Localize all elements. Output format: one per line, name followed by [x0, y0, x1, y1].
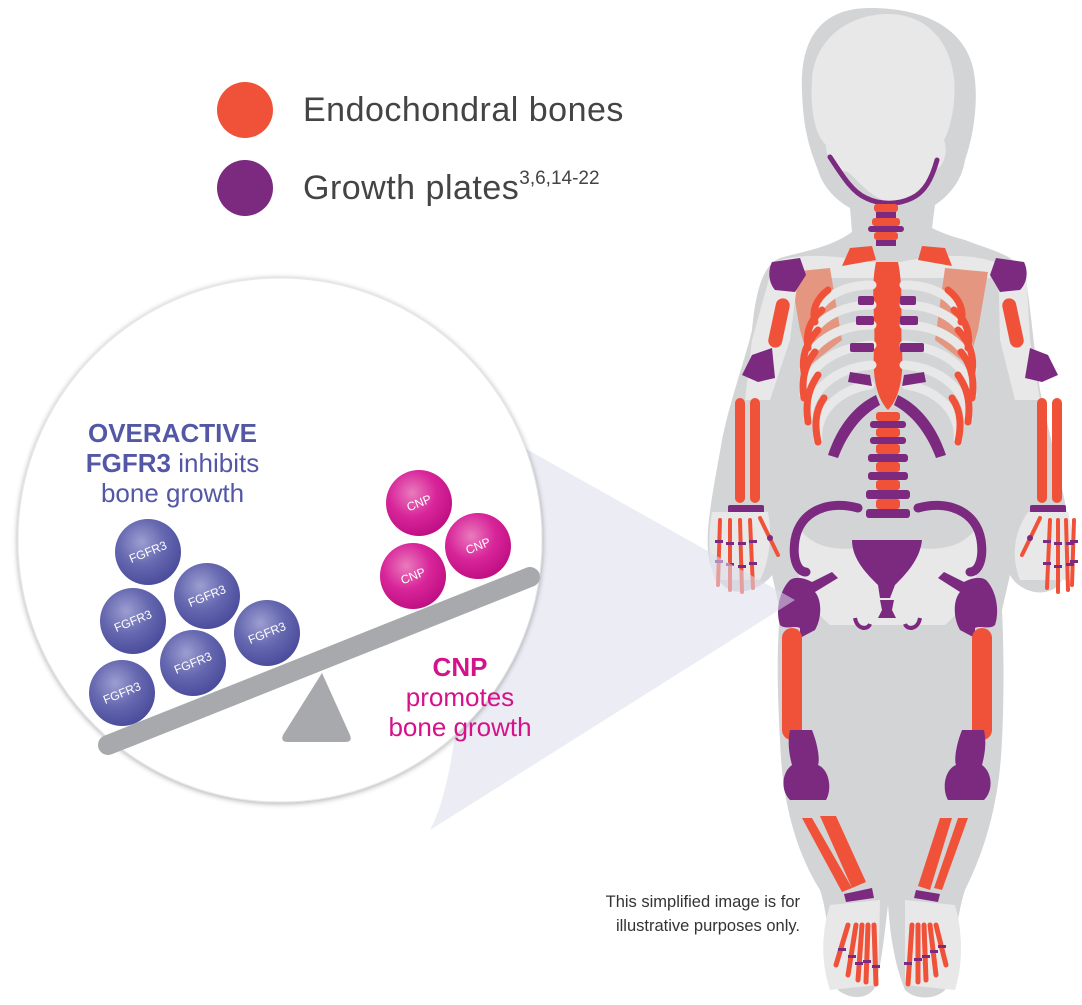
cnp-ball-shape [386, 470, 452, 536]
seesaw-plank [98, 567, 540, 755]
legend-label: Endochondral bones [303, 91, 624, 129]
cnp-ball-shape [445, 513, 511, 579]
fgfr3-ball-shape [174, 563, 240, 629]
cnp-ball: CNP [386, 470, 452, 536]
fgfr3-ball-shape [160, 630, 226, 696]
fgfr3-ball-shape [234, 600, 300, 666]
rib-cage [799, 280, 977, 446]
fgfr3-ball-shape [115, 519, 181, 585]
legend-item-growth-plates: Growth plates3,6,14-22 [217, 160, 600, 216]
cnp-heading-line3: bone growth [388, 712, 532, 742]
jaw-growth-plate [827, 154, 940, 206]
cnp-ball: CNP [445, 513, 511, 579]
cnp-heading-line2: promotes [405, 682, 515, 712]
arms [728, 258, 1066, 513]
fgfr3-ball: FGFR3 [100, 588, 166, 654]
costal-growth-plates [828, 296, 946, 458]
knee-right-growth-plate [944, 730, 991, 800]
femur-left [782, 628, 802, 740]
endochondral-swatch-icon [217, 82, 273, 138]
hands [709, 512, 1078, 594]
fgfr3-ball: FGFR3 [115, 519, 181, 585]
cnp-ball: CNP [380, 543, 446, 609]
cervical-spine [868, 204, 904, 246]
growth-plate-swatch-icon [217, 160, 273, 216]
legend-label: Growth plates3,6,14-22 [303, 168, 600, 207]
fgfr3-ball: FGFR3 [174, 563, 240, 629]
cnp-heading: CNP promotes bone growth [360, 652, 560, 742]
fgfr3-ball: FGFR3 [89, 660, 155, 726]
fgfr3-heading: OVERACTIVE FGFR3 inhibits bone growth [60, 418, 285, 508]
zoom-circle [17, 277, 543, 803]
fgfr3-heading-line3: bone growth [100, 478, 245, 508]
sternum [873, 262, 903, 410]
pelvis [789, 500, 987, 630]
skull [811, 14, 955, 202]
fgfr3-heading-line1: OVERACTIVE [87, 418, 258, 448]
fgfr3-ball: FGFR3 [234, 600, 300, 666]
cnp-heading-line1: CNP [432, 652, 488, 682]
disclaimer: This simplified image is for illustrativ… [520, 890, 800, 938]
skeleton-figure [707, 8, 1078, 998]
hip-right-growth-plate [938, 572, 998, 638]
feet [823, 900, 962, 990]
fgfr3-ball-shape [100, 588, 166, 654]
lumbar-spine [866, 412, 910, 518]
disclaimer-line1: This simplified image is for [605, 893, 800, 911]
cnp-ball-shape [380, 543, 446, 609]
knee-left-growth-plate [783, 730, 830, 800]
lower-leg-bones [802, 816, 968, 892]
femur-right [972, 628, 992, 740]
fgfr3-ball-shape [89, 660, 155, 726]
seesaw-fulcrum [282, 673, 351, 742]
hip-left-growth-plate [778, 572, 838, 638]
seesaw [98, 567, 540, 755]
fgfr3-ball: FGFR3 [160, 630, 226, 696]
disclaimer-line2: illustrative purposes only. [615, 917, 800, 935]
fgfr3-heading-line2: FGFR3 inhibits [85, 448, 260, 478]
legend-item-endochondral: Endochondral bones [217, 82, 624, 138]
